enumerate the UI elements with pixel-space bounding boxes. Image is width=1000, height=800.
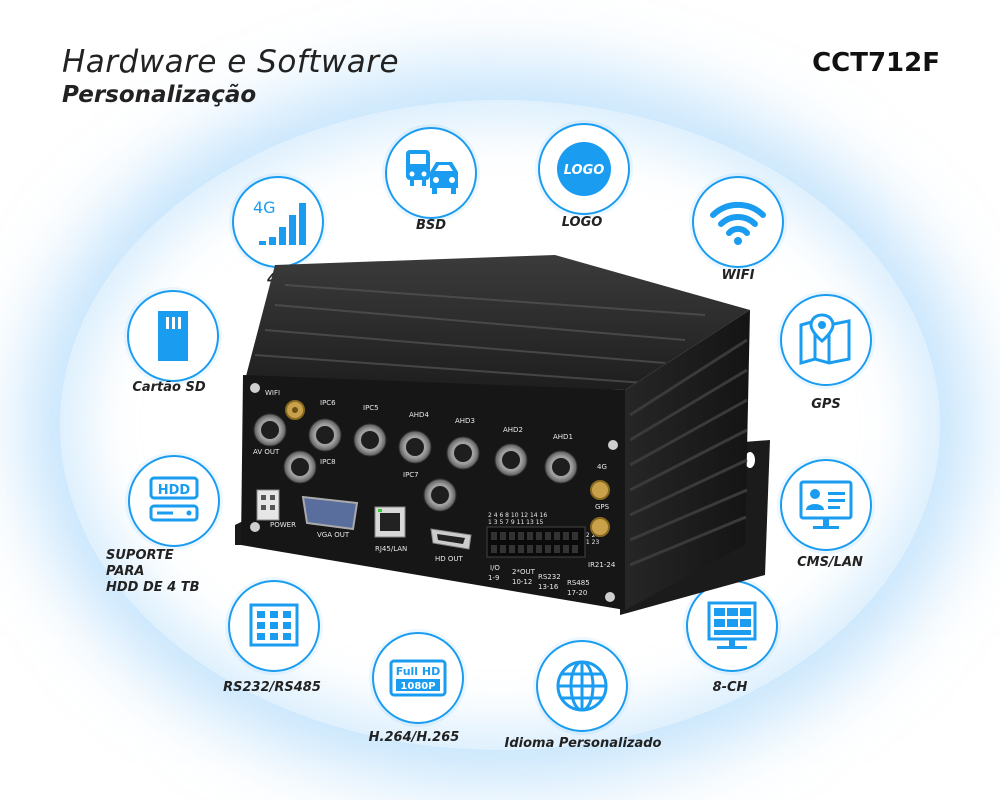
wifi-icon [710, 201, 766, 245]
svg-text:1-9: 1-9 [488, 574, 499, 582]
svg-text:AHD2: AHD2 [503, 426, 523, 434]
svg-text:VGA OUT: VGA OUT [317, 531, 350, 539]
svg-text:WIFI: WIFI [265, 389, 280, 397]
svg-text:HDD: HDD [158, 483, 191, 498]
feature-label-wifi: WIFI [721, 268, 755, 283]
feature-label-gps: GPS [811, 397, 841, 412]
feature-logo: LOGO [538, 123, 630, 215]
svg-text:RS485: RS485 [567, 579, 590, 587]
feature-codec: Full HD 1080P [372, 632, 464, 724]
feature-bsd [385, 127, 477, 219]
hdd-icon: HDD [149, 476, 199, 522]
monitor-user-icon [799, 480, 853, 529]
svg-text:RS232: RS232 [538, 573, 561, 581]
svg-text:POWER: POWER [270, 521, 296, 529]
dvr-device: WIFI IPC6 IPC5 AHD4 AHD3 AHD2 AHD1 AV OU… [235, 255, 770, 615]
svg-text:I/O: I/O [490, 564, 500, 572]
svg-text:HD OUT: HD OUT [435, 555, 464, 563]
feature-wifi [692, 176, 784, 268]
page-title: Hardware e Software [62, 44, 400, 80]
svg-text:AV OUT: AV OUT [253, 448, 280, 456]
feature-label-bsd: BSD [415, 218, 447, 233]
sd-card-icon [158, 311, 188, 361]
serial-port-icon [249, 603, 299, 647]
page-subtitle: Personalização [62, 82, 257, 108]
feature-4g: 4G [232, 176, 324, 268]
feature-label-lang: Idioma Personalizado [504, 736, 662, 751]
feature-label-sd: Cartão SD [132, 380, 206, 395]
feature-gps [780, 294, 872, 386]
svg-text:Full HD: Full HD [396, 665, 441, 678]
svg-text:17-20: 17-20 [567, 589, 587, 597]
svg-text:1 3 5 7 9 11 13 15: 1 3 5 7 9 11 13 15 [488, 519, 544, 526]
svg-text:IPC7: IPC7 [403, 471, 419, 479]
svg-text:LOGO: LOGO [564, 163, 605, 178]
grid-screen-icon [707, 601, 757, 649]
feature-label-cms: CMS/LAN [797, 555, 863, 570]
svg-text:AHD4: AHD4 [409, 411, 429, 419]
feature-rs [228, 580, 320, 672]
feature-label-ch: 8-CH [712, 680, 748, 695]
svg-text:RJ45/LAN: RJ45/LAN [375, 545, 407, 553]
signal-4g-icon: 4G [253, 198, 306, 245]
feature-label-codec: H.264/H.265 [368, 730, 460, 745]
feature-lang [536, 640, 628, 732]
model-name: CCT712F [812, 48, 940, 78]
feature-label-hdd: SUPORTE PARA HDD DE 4 TB [106, 548, 200, 595]
svg-text:1080P: 1080P [400, 681, 435, 692]
svg-text:GPS: GPS [595, 503, 610, 511]
feature-label-logo: LOGO [561, 215, 603, 230]
svg-text:AHD1: AHD1 [553, 433, 573, 441]
svg-text:2*OUT: 2*OUT [512, 568, 536, 576]
svg-text:IPC6: IPC6 [320, 399, 336, 407]
vehicles-bsd-icon [406, 150, 458, 194]
svg-text:IPC8: IPC8 [320, 458, 336, 466]
globe-icon [556, 660, 608, 712]
svg-text:13-16: 13-16 [538, 583, 559, 591]
svg-text:IPC5: IPC5 [363, 404, 379, 412]
feature-label-rs: RS232/RS485 [223, 680, 321, 695]
feature-sd [127, 290, 219, 382]
feature-cms [780, 459, 872, 551]
svg-text:AHD3: AHD3 [455, 417, 475, 425]
full-hd-icon: Full HD 1080P [389, 659, 447, 697]
svg-text:IR21-24: IR21-24 [588, 561, 616, 569]
map-pin-icon [799, 313, 851, 365]
svg-text:4G: 4G [253, 198, 276, 217]
logo-badge-icon: LOGO [557, 142, 611, 196]
svg-text:2 4 6 8 10 12 14 16: 2 4 6 8 10 12 14 16 [488, 512, 547, 519]
feature-hdd: HDD [128, 455, 220, 547]
svg-text:4G: 4G [597, 463, 607, 471]
feature-ch [686, 580, 778, 672]
svg-text:10-12: 10-12 [512, 578, 532, 586]
